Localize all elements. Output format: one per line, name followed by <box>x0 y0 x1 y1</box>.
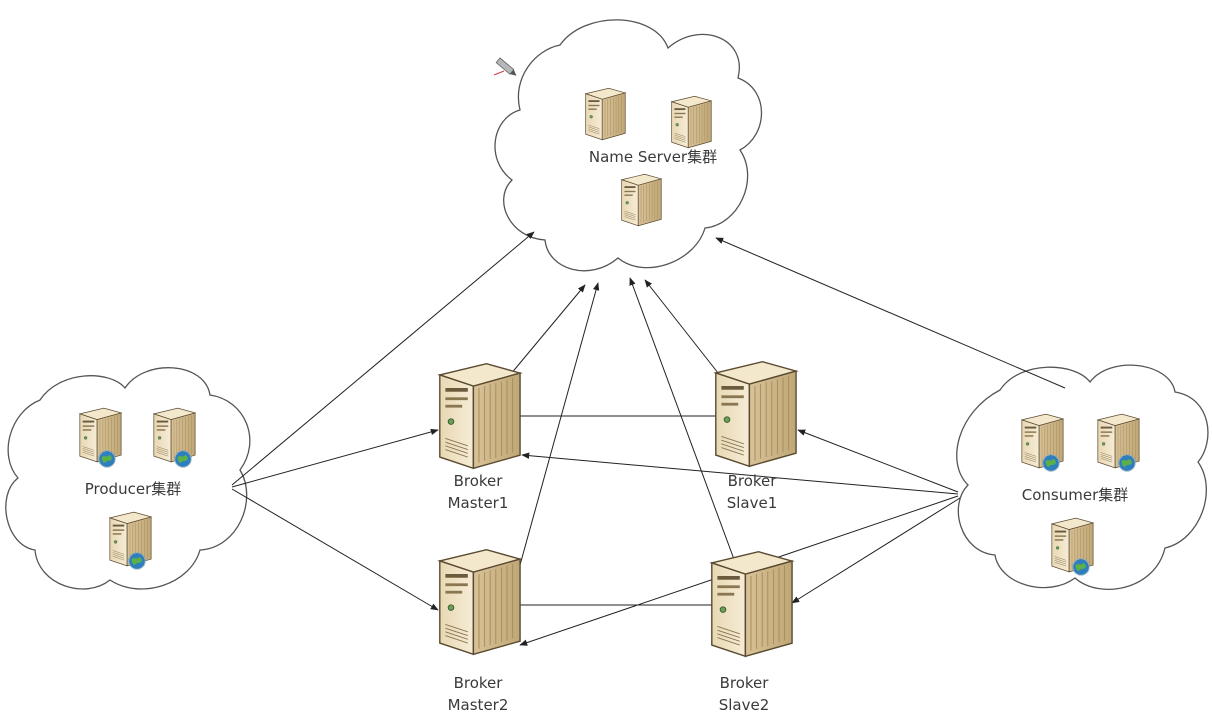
broker-master1-line2: Master1 <box>447 494 509 512</box>
broker-slave1-line1: Broker <box>727 472 777 490</box>
globe-icon <box>1118 454 1136 472</box>
broker-master1-label: Broker Master1 <box>428 470 528 514</box>
consumer-cloud <box>956 364 1209 590</box>
broker-master1-server-icon <box>439 363 521 469</box>
broker-slave2-label: Broker Slave2 <box>694 672 794 716</box>
arrow-master2-nameserver <box>519 282 600 566</box>
pencil-icon <box>495 57 517 76</box>
broker-slave2-line1: Broker <box>719 674 769 692</box>
name-server-cloud <box>494 19 762 272</box>
arrow-master1-nameserver <box>509 284 586 376</box>
connections <box>231 231 1066 646</box>
arrow-slave1-nameserver <box>644 279 723 379</box>
broker-slave2-line2: Slave2 <box>718 696 770 714</box>
server-icon <box>621 173 662 227</box>
arrow-producer-master2 <box>231 488 439 611</box>
broker-master2-line1: Broker <box>453 674 503 692</box>
pencil-mark <box>493 70 505 76</box>
broker-slave2-server-icon <box>711 551 793 657</box>
broker-master2-label: Broker Master2 <box>428 672 528 716</box>
server-icon <box>585 87 626 141</box>
arrow-consumer-slave1 <box>797 429 959 493</box>
arrow-slave2-nameserver <box>629 277 736 563</box>
broker-master2-line2: Master2 <box>447 696 509 714</box>
broker-master1-line1: Broker <box>453 472 503 490</box>
globe-icon <box>174 450 192 468</box>
arrow-producer-master1 <box>231 428 439 488</box>
globe-icon <box>1042 454 1060 472</box>
broker-slave1-server-icon <box>715 361 797 467</box>
producer-label: Producer集群 <box>84 480 182 498</box>
broker-slave1-line2: Slave1 <box>726 494 778 512</box>
name-server-label: Name Server集群 <box>588 148 718 166</box>
broker-slave1-label: Broker Slave1 <box>702 470 802 514</box>
arrow-consumer-nameserver <box>715 237 1066 389</box>
globe-icon <box>1072 558 1090 576</box>
arrow-consumer-slave2 <box>791 497 961 604</box>
consumer-label: Consumer集群 <box>1021 486 1129 504</box>
arrow-producer-nameserver <box>231 231 535 486</box>
broker-master2-server-icon <box>439 549 521 655</box>
arrow-consumer-master1 <box>521 452 959 495</box>
globe-icon <box>128 552 146 570</box>
server-icon <box>671 95 712 149</box>
globe-icon <box>98 450 116 468</box>
